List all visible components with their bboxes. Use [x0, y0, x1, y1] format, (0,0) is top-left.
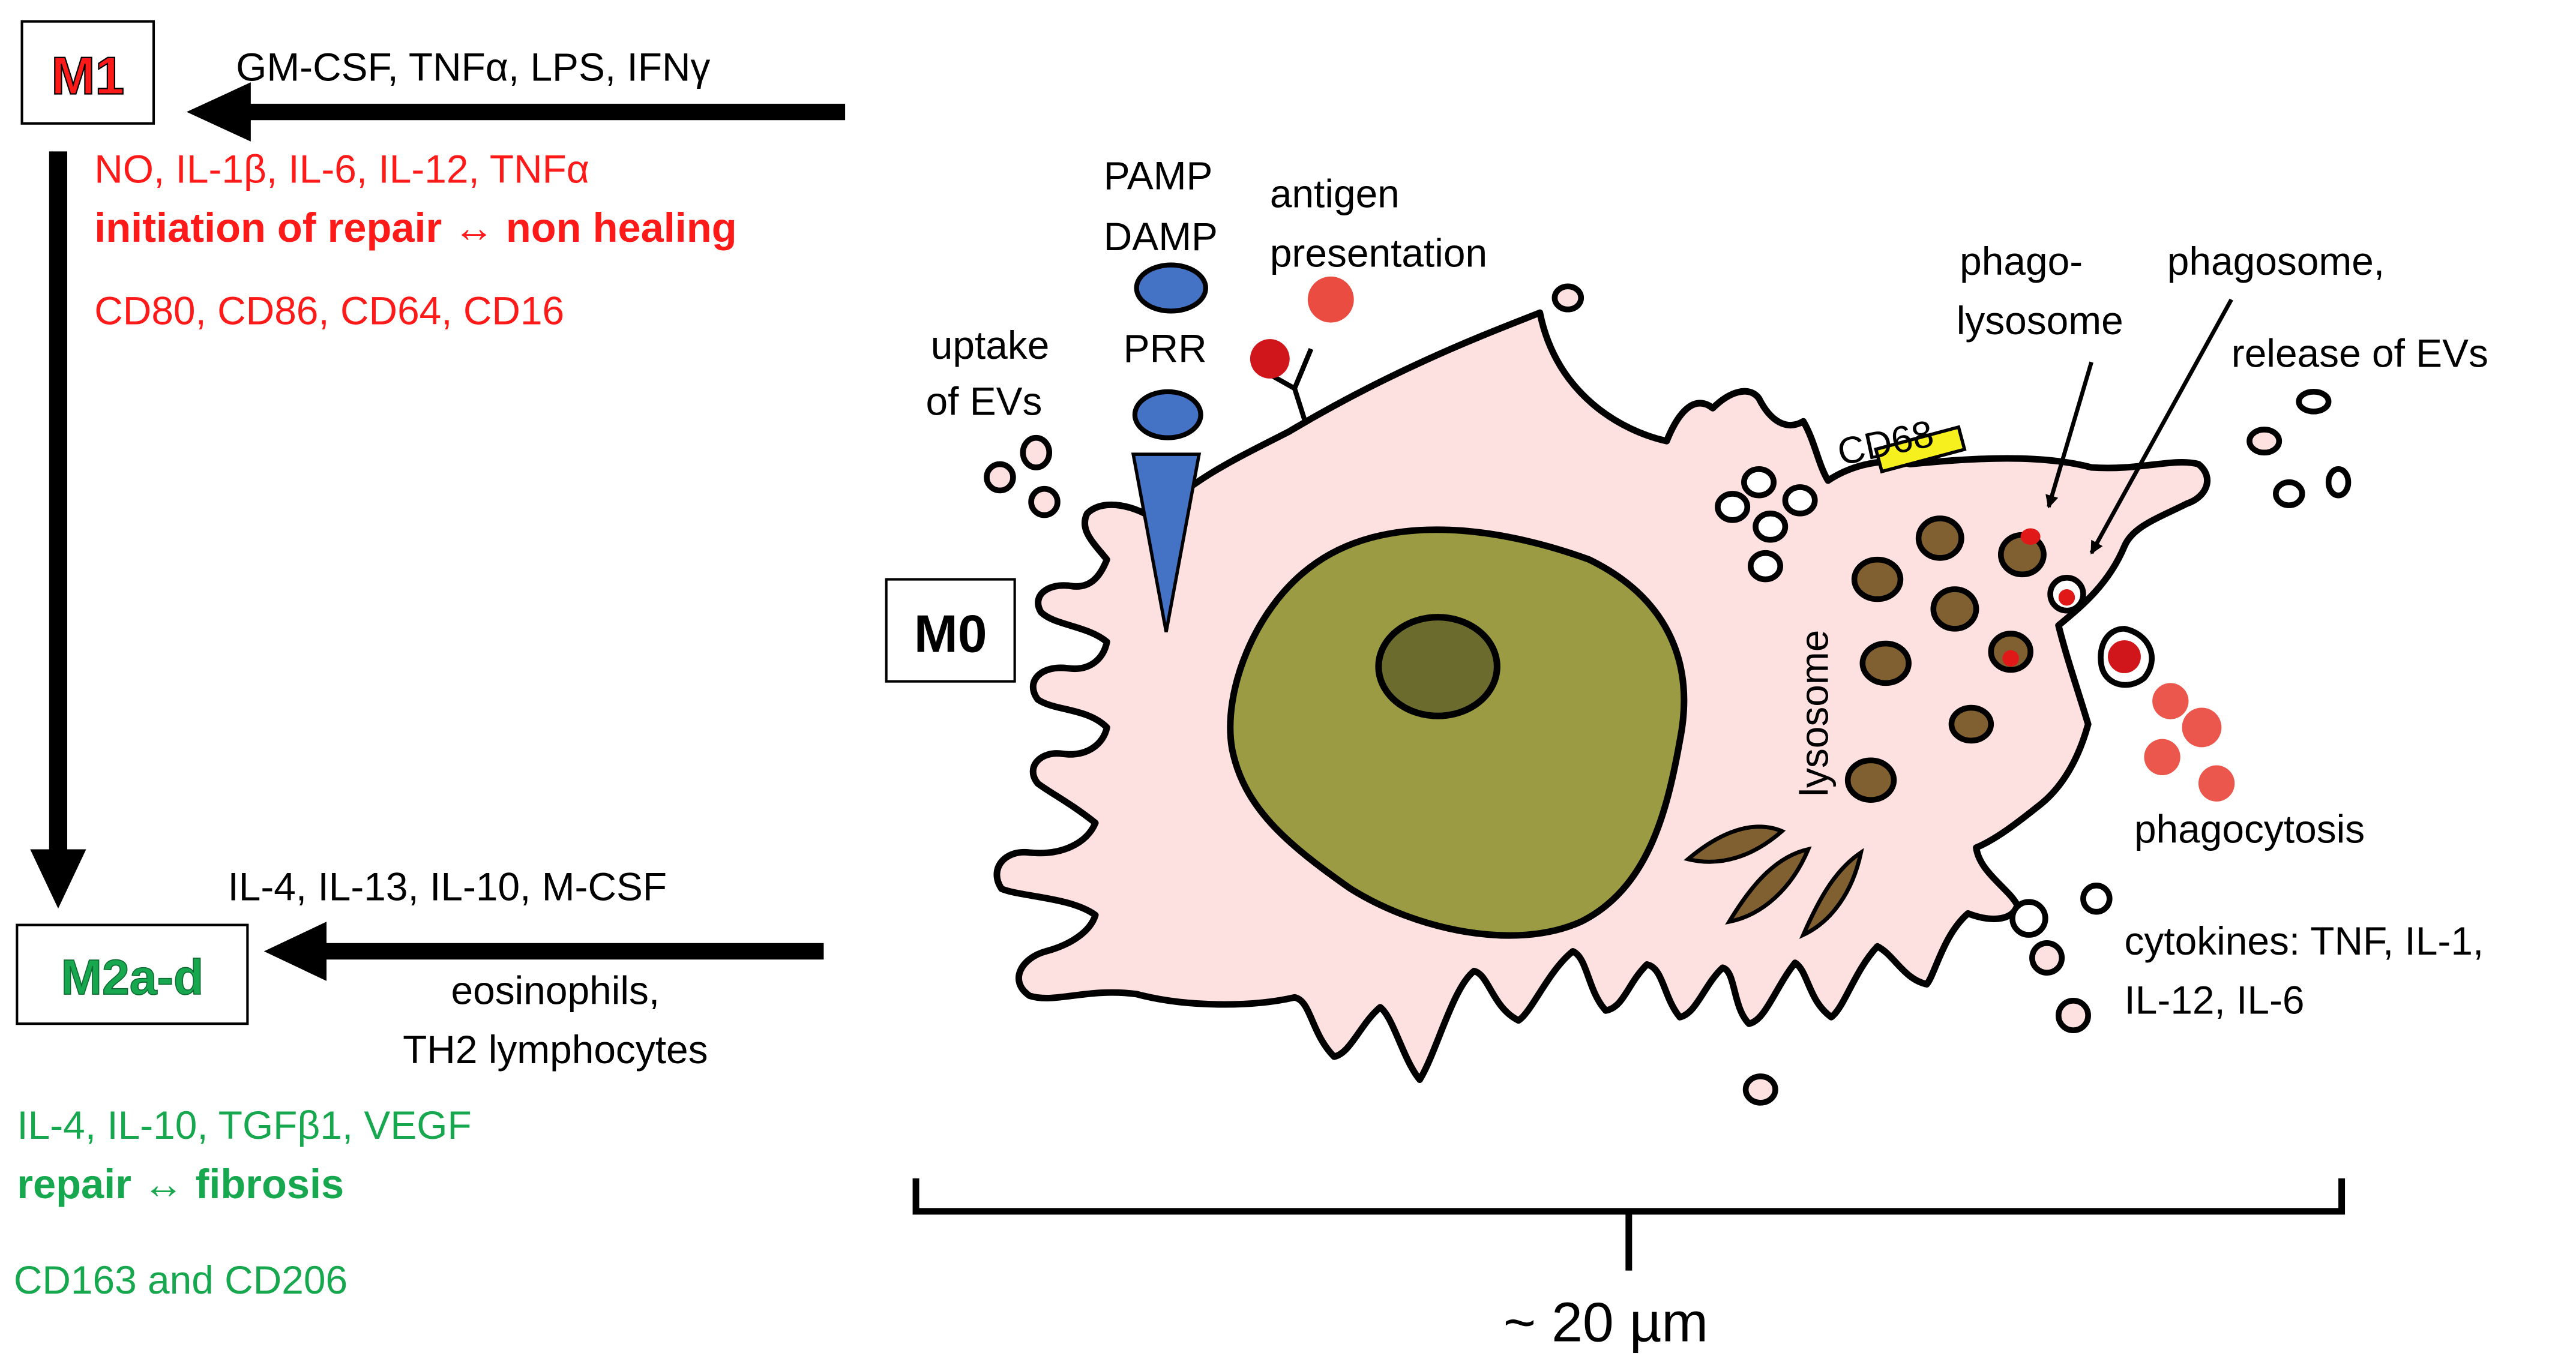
lysosome-label: lysosome [1792, 630, 1837, 797]
uptake-evs-label-2: of EVs [926, 379, 1043, 423]
nucleolus [1375, 614, 1500, 719]
m0-label: M0 [914, 604, 987, 663]
cytokines-label-2: IL-12, IL-6 [2124, 978, 2304, 1022]
m2-sources-line1: eosinophils, [451, 968, 660, 1012]
cd68-marker [1874, 425, 1967, 474]
engulfed-particle [2108, 640, 2141, 673]
phagolysosome-pointer [2045, 361, 2093, 509]
m1-box [20, 20, 155, 125]
phagocytosed-particles [2144, 683, 2235, 802]
m2-stimuli: IL-4, IL-13, IL-10, M-CSF [227, 864, 667, 908]
lysosome [1859, 640, 1912, 686]
cytokines-label-1: cytokines: TNF, IL-1, [2124, 919, 2484, 963]
polarization-arrowhead [30, 849, 86, 909]
phagosome-label: phagosome, [2167, 239, 2385, 283]
m1-stimuli: GM-CSF, TNFα, LPS, IFNγ [236, 44, 710, 89]
antigen-presentation-label-1: antigen [1270, 172, 1400, 216]
antigen-presentation-label-2: presentation [1270, 230, 1487, 275]
m1-stimulus-arrowhead [186, 82, 251, 142]
m2-label: M2a-d [61, 950, 203, 1005]
lysosome [1948, 704, 1994, 744]
prr-receptor [1131, 452, 1202, 632]
lysosome [1930, 586, 1979, 632]
golgi-stacks [1684, 824, 1864, 940]
pamp-label: PAMP [1104, 153, 1213, 197]
m2-secreted: IL-4, IL-10, TGFβ1, VEGF [17, 1103, 471, 1147]
nucleus [1227, 526, 1688, 939]
m2-function: repair ↔ fibrosis [17, 1161, 344, 1207]
m2-box [16, 923, 249, 1025]
m2-stimulus-arrowhead [263, 922, 327, 981]
m2-markers: CD163 and CD206 [14, 1258, 348, 1302]
damp-label: DAMP [1104, 214, 1218, 259]
lysosome [1915, 515, 1964, 561]
lysosomes [1844, 515, 1994, 803]
m0-box [885, 578, 1016, 683]
m1-secreted: NO, IL-1β, IL-6, IL-12, TNFα [94, 146, 589, 191]
uptake-evs-label-1: uptake [931, 323, 1050, 367]
prr-label: PRR [1124, 326, 1207, 370]
phagocytosis-label: phagocytosis [2134, 806, 2365, 851]
pamp-damp-ligand [1134, 262, 1208, 314]
extracellular-vesicles [984, 283, 2352, 1106]
free-antigen [1307, 276, 1354, 323]
presented-antigen [1250, 339, 1290, 379]
phagolysosomes [1988, 528, 2047, 673]
m1-label: M1 [51, 46, 124, 105]
prr-ligand [1132, 389, 1203, 440]
scale-label: ~ 20 µm [1503, 1291, 1708, 1354]
lysosome [1844, 757, 1897, 803]
m1-markers: CD80, CD86, CD64, CD16 [94, 288, 564, 332]
phagosome-pointer [2089, 298, 2233, 555]
m2-sources-line2: TH2 lymphocytes [403, 1027, 708, 1072]
lysosome [1851, 556, 1904, 602]
membrane-vesicles [1715, 466, 1818, 583]
phagolysosome-label-1: phago- [1960, 239, 2083, 283]
phagolysosome-label-2: lysosome [1957, 298, 2123, 343]
m1-function: initiation of repair ↔ non healing [94, 205, 736, 251]
scale-bracket [912, 1178, 2346, 1271]
release-evs-label: release of EVs [2231, 331, 2488, 376]
antigen-presentation-receptor [1267, 347, 1314, 425]
